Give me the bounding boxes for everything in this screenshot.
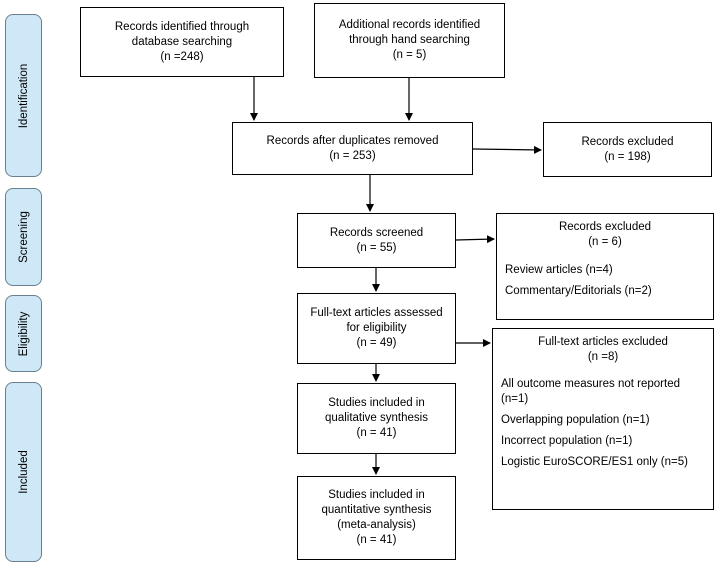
- stage-included: Included: [5, 382, 42, 562]
- box-text-line: Full-text articles assessed: [310, 307, 443, 319]
- exclusion-reason: Logistic EuroSCORE/ES1 only (n=5): [501, 456, 688, 468]
- box-hand-searching: Additional records identified through ha…: [314, 3, 505, 78]
- box-title-line: Records excluded: [558, 221, 652, 233]
- box-text-line: Records excluded: [581, 135, 674, 148]
- stage-identification: Identification: [5, 14, 42, 177]
- exclusion-reason: Commentary/Editorials (n=2): [505, 285, 652, 297]
- exclusion-reason: Incorrect population (n=1): [501, 435, 633, 447]
- box-text-line: (n = 5): [392, 49, 427, 61]
- box-text-line: through hand searching: [349, 34, 470, 46]
- box-text-line: Studies included in: [328, 489, 425, 501]
- stage-eligibility: Eligibility: [5, 295, 42, 372]
- box-records-screened: Records screened (n = 55): [297, 213, 456, 268]
- box-text-line: Studies included in: [328, 397, 425, 409]
- box-text-line: Records screened: [329, 226, 424, 239]
- box-fulltext-assessed: Full-text articles assessed for eligibil…: [297, 293, 456, 364]
- box-text-line: (n = 49): [356, 337, 397, 349]
- box-text-line: (n = 253): [329, 149, 376, 162]
- box-title-line: Full-text articles excluded: [538, 336, 668, 348]
- box-text-line: Additional records identified: [338, 19, 481, 31]
- box-text-line: Records after duplicates removed: [266, 134, 439, 147]
- box-text-line: (n = 55): [356, 241, 397, 254]
- exclusion-reason: All outcome measures not reported: [501, 378, 680, 390]
- box-text-line: quantitative synthesis: [321, 504, 432, 516]
- box-qualitative-synthesis: Studies included in qualitative synthesi…: [297, 383, 456, 454]
- box-title-line: (n = 6): [588, 236, 622, 248]
- box-database-searching: Records identified through database sear…: [80, 7, 284, 77]
- box-records-excluded-1: Records excluded (n = 198): [543, 122, 712, 177]
- box-text-line: (n = 198): [604, 150, 651, 163]
- exclusion-reason: Overlapping population (n=1): [501, 414, 650, 426]
- box-text-line: (n =248): [160, 50, 204, 63]
- exclusion-reason: (n=1): [501, 393, 529, 405]
- arrow-screened-to-excluded2: [455, 235, 495, 244]
- box-fulltext-excluded: Full-text articles excluded (n =8) All o…: [492, 328, 714, 510]
- box-quantitative-synthesis: Studies included in quantitative synthes…: [297, 476, 456, 560]
- box-text-line: qualitative synthesis: [325, 412, 428, 424]
- stage-screening: Screening: [5, 188, 42, 286]
- box-after-duplicates: Records after duplicates removed (n = 25…: [232, 122, 473, 175]
- box-title-line: (n =8): [587, 351, 619, 363]
- box-records-excluded-2: Records excluded (n = 6) Review articles…: [496, 213, 714, 320]
- box-text-line: (meta-analysis): [337, 519, 416, 531]
- box-text-line: (n = 41): [356, 534, 397, 546]
- box-text-line: for eligibility: [346, 322, 407, 334]
- arrow-duplicates-to-excluded1: [472, 145, 542, 154]
- box-text-line: database searching: [131, 35, 233, 48]
- exclusion-reason: Review articles (n=4): [505, 264, 613, 276]
- box-text-line: Records identified through: [114, 20, 250, 33]
- box-text-line: (n = 41): [356, 427, 397, 439]
